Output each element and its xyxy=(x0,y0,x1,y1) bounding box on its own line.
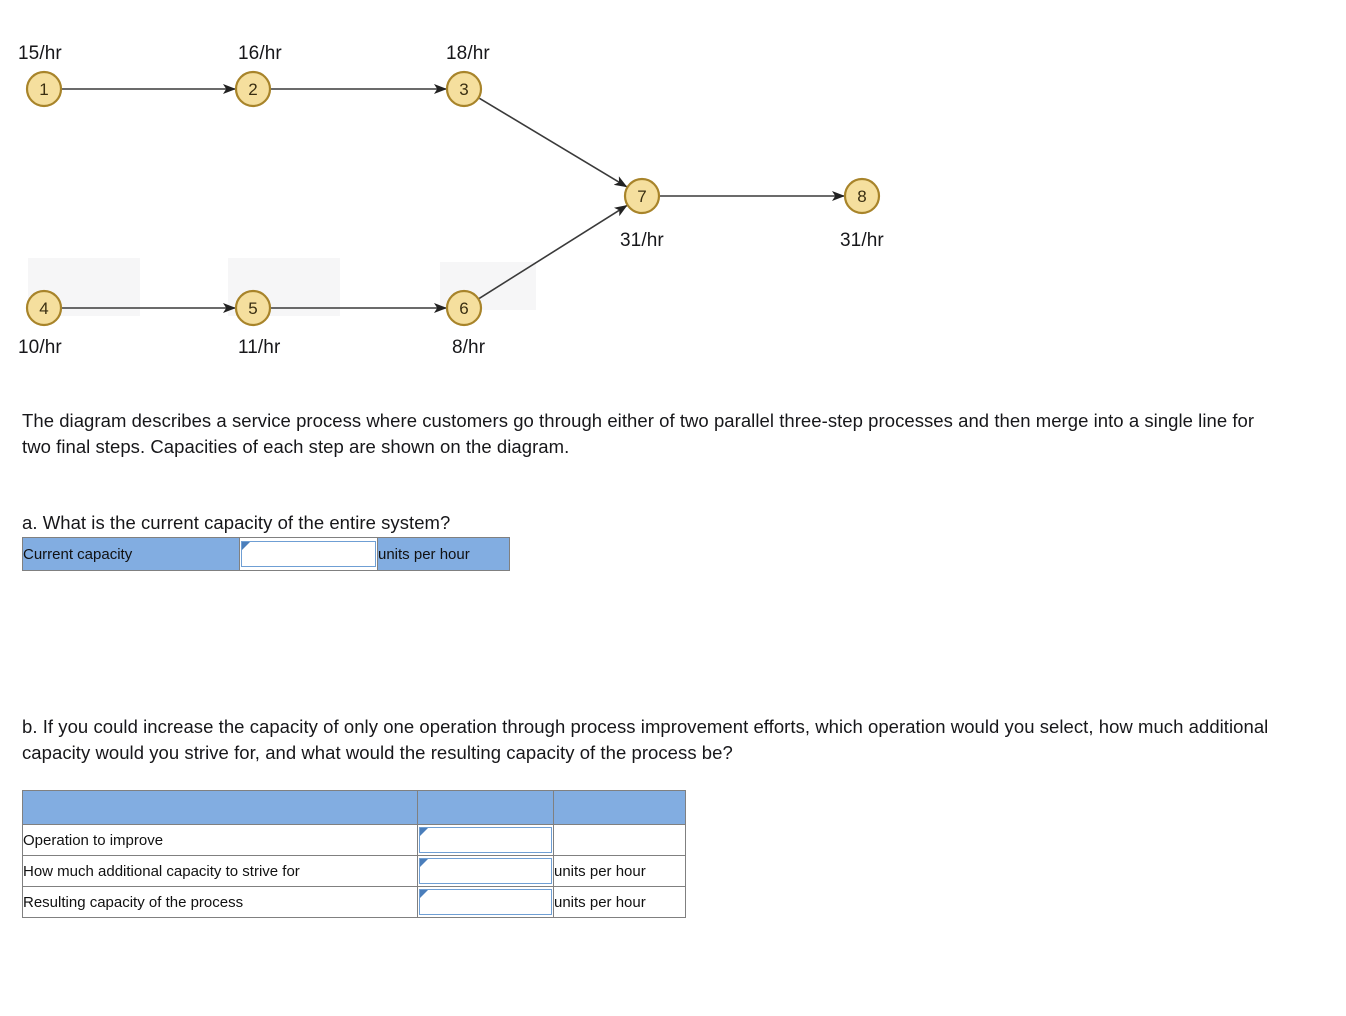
current-capacity-input-cell xyxy=(239,537,378,571)
node-8-label: 8 xyxy=(857,187,866,206)
edge-3-to-7 xyxy=(479,97,628,188)
node-3: 3 xyxy=(445,70,483,108)
current-capacity-label: Current capacity xyxy=(22,537,240,571)
resulting-capacity-input-cell xyxy=(417,886,554,918)
diagram-canvas: 1 2 3 4 5 6 7 8 xyxy=(25,70,881,327)
operation-to-improve-field[interactable] xyxy=(419,827,552,853)
node-4-label: 4 xyxy=(39,299,48,318)
node-7-label: 7 xyxy=(637,187,646,206)
resulting-capacity-field[interactable] xyxy=(419,889,552,915)
current-capacity-input[interactable] xyxy=(242,542,375,566)
node-3-label: 3 xyxy=(459,80,468,99)
table-b-header-right xyxy=(553,790,686,825)
additional-capacity-input-cell xyxy=(417,855,554,887)
edge-6-to-7 xyxy=(478,204,628,300)
operation-to-improve-input-cell xyxy=(417,824,554,856)
node-2-label: 2 xyxy=(248,80,257,99)
resulting-capacity-input[interactable] xyxy=(420,890,551,914)
table-header-row xyxy=(22,790,686,825)
edge-layer xyxy=(62,84,845,313)
cut-off-text-sliver: … xyxy=(140,0,320,2)
node-layer: 1 2 3 4 5 6 7 8 xyxy=(25,70,881,327)
table-row: Operation to improve xyxy=(22,824,686,856)
answer-table-b: Operation to improve How much additional… xyxy=(22,790,686,918)
table-b-header-left xyxy=(22,790,418,825)
process-flow-diagram: 1 2 3 4 5 6 7 8 15/hr 16/hr 18/hr 10/hr 11/hr 8/hr 31… xyxy=(0,0,1000,390)
current-capacity-unit: units per hour xyxy=(377,537,510,571)
table-b-header-mid xyxy=(417,790,554,825)
question-a-text: a. What is the current capacity of the e… xyxy=(22,512,451,533)
capacity-label-node-7: 31/hr xyxy=(620,230,664,251)
table-row: How much additional capacity to strive f… xyxy=(22,855,686,887)
node-1-label: 1 xyxy=(39,80,48,99)
capacity-label-node-2: 16/hr xyxy=(238,43,282,64)
table-row: Resulting capacity of the process units … xyxy=(22,886,686,918)
row-label-resulting-capacity: Resulting capacity of the process xyxy=(22,886,418,918)
node-6-label: 6 xyxy=(459,299,468,318)
capacity-label-node-6: 8/hr xyxy=(452,337,486,358)
operation-to-improve-unit xyxy=(553,824,686,856)
node-4: 4 xyxy=(25,289,63,327)
node-7: 7 xyxy=(623,177,661,215)
node-2: 2 xyxy=(234,70,272,108)
additional-capacity-field[interactable] xyxy=(419,858,552,884)
row-label-additional-capacity: How much additional capacity to strive f… xyxy=(22,855,418,887)
capacity-label-node-8: 31/hr xyxy=(840,230,884,251)
node-6: 6 xyxy=(445,289,483,327)
current-capacity-field[interactable] xyxy=(241,541,376,567)
node-1: 1 xyxy=(25,70,63,108)
capacity-label-node-1: 15/hr xyxy=(18,43,62,64)
capacity-label-node-5: 11/hr xyxy=(238,337,281,358)
table-row: Current capacity units per hour xyxy=(22,537,510,571)
node-5: 5 xyxy=(234,289,272,327)
capacity-label-node-4: 10/hr xyxy=(18,337,62,358)
row-label-operation-to-improve: Operation to improve xyxy=(22,824,418,856)
node-5-label: 5 xyxy=(248,299,257,318)
resulting-capacity-unit: units per hour xyxy=(553,886,686,918)
operation-to-improve-input[interactable] xyxy=(420,828,551,852)
node-8: 8 xyxy=(843,177,881,215)
additional-capacity-unit: units per hour xyxy=(553,855,686,887)
question-b-text: b. If you could increase the capacity of… xyxy=(22,716,1269,763)
additional-capacity-input[interactable] xyxy=(420,859,551,883)
intro-paragraph: The diagram describes a service process … xyxy=(22,410,1255,457)
answer-table-a: Current capacity units per hour xyxy=(22,537,510,571)
capacity-label-node-3: 18/hr xyxy=(446,43,490,64)
